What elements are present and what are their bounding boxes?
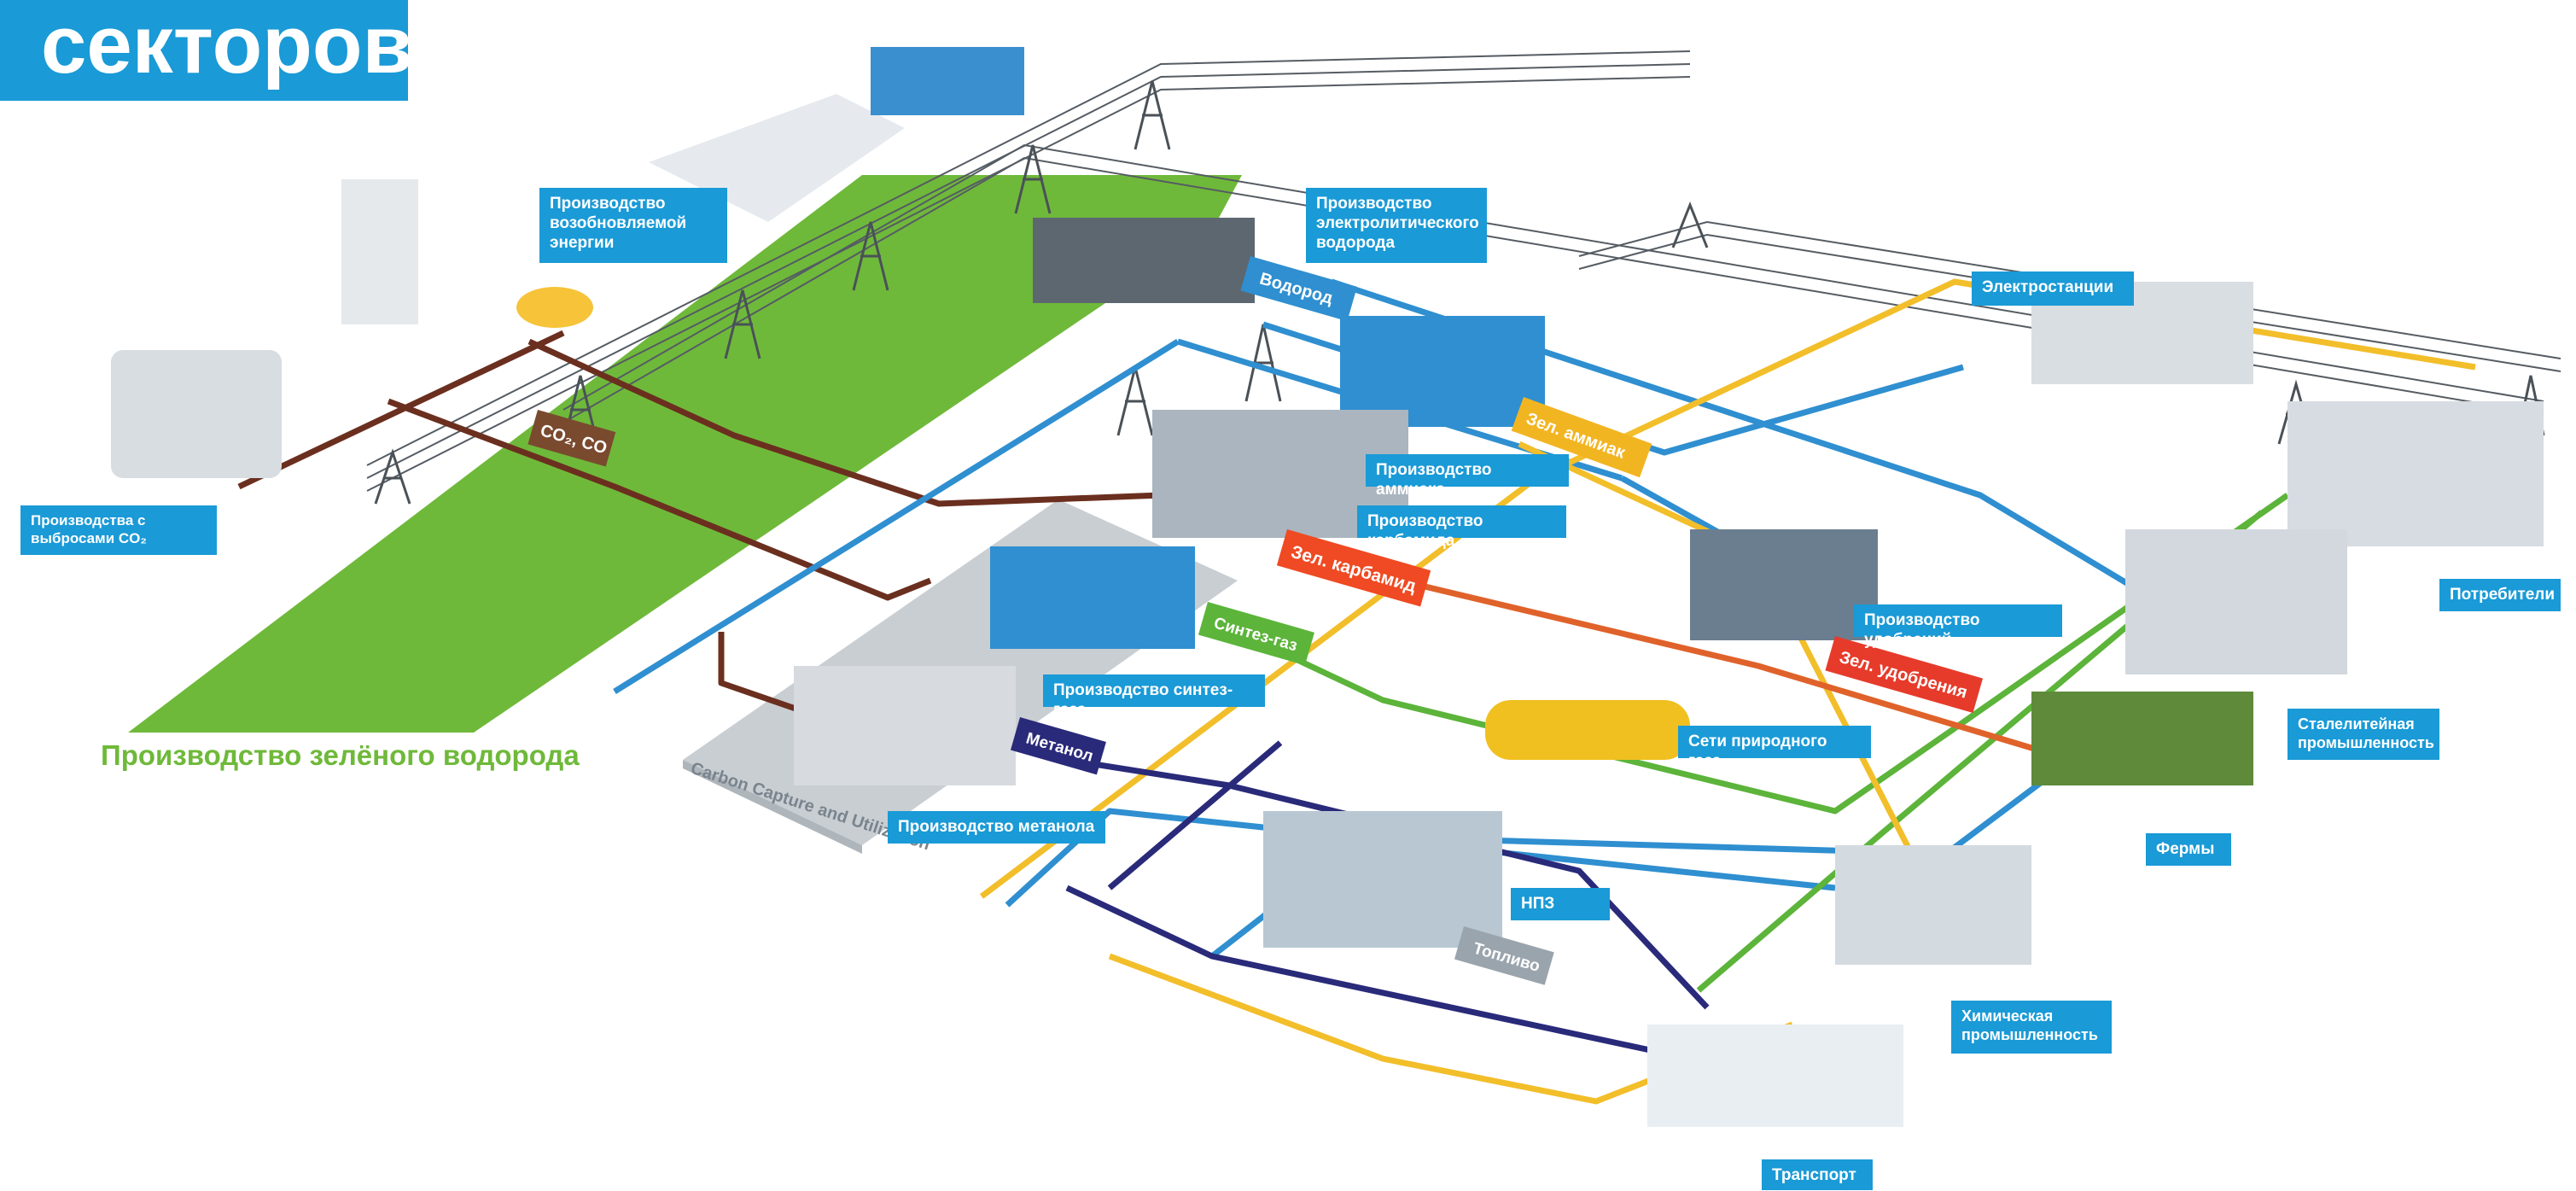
label-power-plants: Электростанции — [1972, 271, 2134, 306]
chemical-plant — [1835, 845, 2031, 965]
tag-fuel-bg — [1454, 926, 1554, 985]
tag-green-urea-bg — [1276, 529, 1431, 607]
electrolyzer-building — [1033, 218, 1255, 303]
refinery — [1263, 811, 1502, 948]
farm-field — [2031, 692, 2253, 785]
label-electrolysis: Производство электролитического водорода — [1306, 188, 1487, 263]
label-transport: Транспорт — [1762, 1159, 1873, 1190]
tag-methanol-bg — [1010, 717, 1106, 775]
transport-ship — [1647, 1025, 1903, 1127]
consumers-buildings — [2288, 401, 2544, 546]
label-steel: Сталелитейная промышленность — [2288, 709, 2439, 760]
ammonia-plant — [1340, 316, 1545, 427]
methanol-plant — [794, 666, 1016, 785]
label-urea-plant: Производство карбамида — [1357, 505, 1566, 550]
tag-syngas-bg — [1198, 602, 1314, 666]
solar-panels — [871, 47, 1024, 115]
label-fertilizer-plant: Производство удобрений — [1854, 604, 2062, 649]
green-zone-caption: Производство зелёного водорода — [101, 739, 580, 771]
label-farms: Фермы — [2146, 833, 2231, 866]
label-renewable: Производство возобновляемой энергии — [539, 188, 727, 263]
co2-emitter-plant — [111, 350, 282, 478]
ccu-platform-edge — [683, 760, 862, 854]
steel-plant — [2125, 529, 2347, 674]
power-lines — [366, 50, 2561, 492]
tag-hydrogen-bg — [1240, 256, 1357, 322]
label-gas-network: Сети природного газа — [1678, 726, 1871, 770]
title-banner: секторов — [0, 0, 413, 101]
green-hydrogen-strip — [128, 175, 1242, 733]
label-methanol-plant: Производство метанола — [888, 811, 1105, 844]
label-syngas-plant: Производство синтез-газа — [1043, 674, 1265, 719]
tag-green-ammonia-bg — [1511, 396, 1652, 478]
fertilizer-pipeline — [1399, 577, 2101, 772]
co2-emitter-building — [341, 179, 418, 324]
title-text: секторов — [41, 0, 413, 90]
label-ammonia-plant: Производство аммиака — [1366, 454, 1569, 499]
fertilizer-plant — [1690, 529, 1878, 640]
gas-network-tank — [1485, 700, 1690, 760]
tag-green-fertilizers-bg — [1825, 636, 1984, 713]
co2-pipeline-2 — [527, 338, 1162, 507]
label-chemical: Химическая промышленность — [1951, 1001, 2112, 1054]
tag-co2-co-bg — [527, 409, 616, 467]
label-refinery: НПЗ — [1511, 888, 1610, 920]
syngas-plant — [990, 546, 1195, 649]
label-co2-emitters: Производства с выбросами CO₂ — [20, 505, 217, 555]
coal-pile — [516, 287, 593, 328]
label-consumers: Потребители — [2439, 579, 2561, 611]
